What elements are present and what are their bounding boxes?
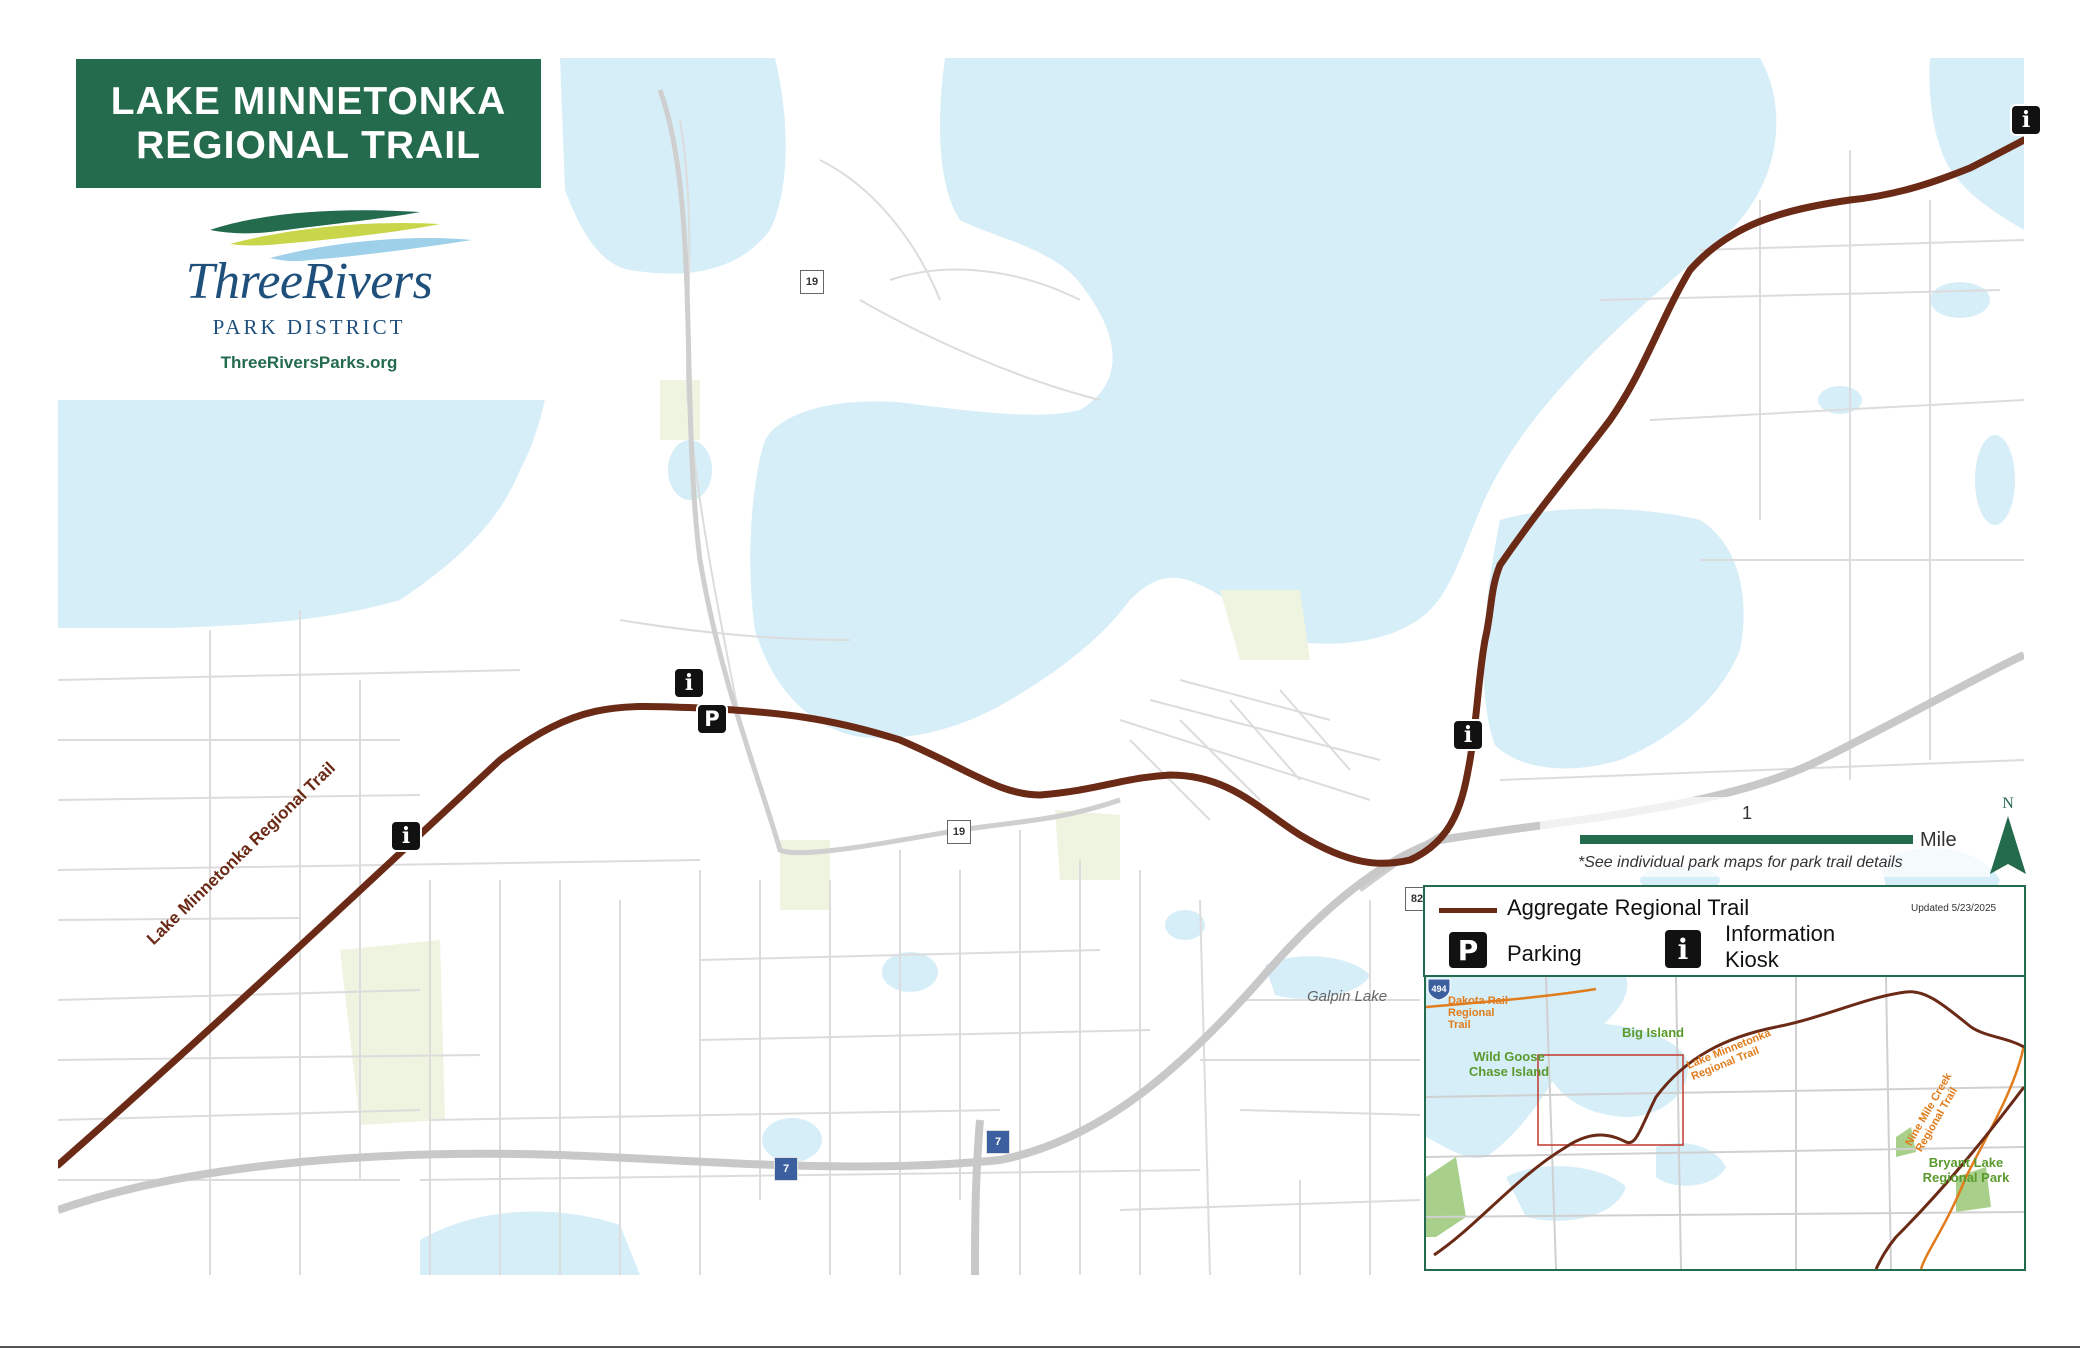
- legend-trail-swatch: [1439, 908, 1497, 913]
- scale-value: 1: [1742, 803, 1753, 823]
- information-kiosk-icon[interactable]: i: [2012, 106, 2040, 134]
- legend-info-label: Information Kiosk: [1725, 921, 1836, 972]
- legend-parking-icon: P: [1449, 932, 1487, 968]
- legend-info-icon: i: [1665, 930, 1701, 968]
- highway-7-shield: 7: [774, 1157, 798, 1181]
- northeast-lake: [1929, 58, 2024, 230]
- park-area: [1055, 810, 1120, 880]
- brand-panel: ThreeRivers PARK DISTRICT ThreeRiversPar…: [58, 190, 560, 400]
- scale-note: *See individual park maps for park trail…: [1578, 854, 1903, 871]
- inset-bryant-lake-label: Bryant Lake Regional Park: [1922, 1155, 2010, 1185]
- pond: [762, 1118, 822, 1162]
- highway-crossing: [971, 1119, 984, 1275]
- park-area: [1220, 590, 1310, 660]
- scale-unit: Mile: [1920, 829, 1957, 851]
- inset-big-island-label: Big Island: [1622, 1025, 1685, 1040]
- information-kiosk-icon[interactable]: i: [1454, 721, 1482, 749]
- northern-inlet: [560, 58, 786, 274]
- interstate-494-number: 494: [1431, 984, 1446, 994]
- brand-url-link[interactable]: ThreeRiversParks.org: [220, 353, 398, 372]
- map-title: LAKE MINNETONKA REGIONAL TRAIL: [76, 59, 541, 188]
- title-line-1: LAKE MINNETONKA: [110, 79, 507, 123]
- regional-trail-line: [58, 136, 2024, 1169]
- pond: [882, 952, 938, 992]
- pond: [1930, 282, 1990, 318]
- eastern-bay: [1483, 508, 1744, 769]
- pond: [1975, 435, 2015, 525]
- brand-name: ThreeRivers: [185, 253, 433, 310]
- county-road-19: [657, 89, 1121, 856]
- scale-bar: [1580, 835, 1913, 844]
- highway-7-shield: 7: [986, 1130, 1010, 1154]
- county-road-19-shield: 19: [947, 820, 971, 844]
- locator-inset-map[interactable]: Dakota Rail Regional Trail Big Island Wi…: [1424, 975, 2026, 1271]
- highway-7: [58, 651, 2024, 1214]
- information-kiosk-icon[interactable]: i: [675, 669, 703, 697]
- inset-dakota-rail-label: Dakota Rail Regional Trail: [1448, 995, 1508, 1031]
- brand-subtitle: PARK DISTRICT: [212, 315, 406, 339]
- galpin-lake-label: Galpin Lake: [1307, 988, 1388, 1005]
- park-area: [340, 940, 445, 1125]
- north-label: N: [2002, 795, 2014, 812]
- park-area: [660, 380, 700, 440]
- scale-bar-panel: 1 Mile *See individual park maps for par…: [1540, 797, 1990, 877]
- legend-parking-label: Parking: [1507, 941, 1582, 966]
- three-rivers-logo-icon: [210, 210, 472, 262]
- interstate-494-shield-icon: 494: [1427, 978, 1451, 1001]
- main-lake: [750, 58, 1777, 739]
- park-area: [780, 840, 830, 910]
- county-road-19-shield: 19: [800, 270, 824, 294]
- south-lake: [420, 1211, 640, 1275]
- galpin-lake: [1265, 956, 1370, 999]
- inset-wild-goose-label: Wild Goose Chase Island: [1468, 1049, 1550, 1079]
- north-arrow-icon: N: [1990, 795, 2026, 874]
- map-legend: Aggregate Regional Trail Updated 5/23/20…: [1423, 885, 2026, 977]
- information-kiosk-icon[interactable]: i: [392, 822, 420, 850]
- parking-icon[interactable]: P: [698, 705, 726, 733]
- page-border: [0, 1346, 2080, 1348]
- pond: [1165, 910, 1205, 940]
- legend-updated-date: Updated 5/23/2025: [1911, 903, 1997, 914]
- legend-trail-label: Aggregate Regional Trail: [1507, 895, 1750, 920]
- title-line-2: REGIONAL TRAIL: [136, 123, 481, 167]
